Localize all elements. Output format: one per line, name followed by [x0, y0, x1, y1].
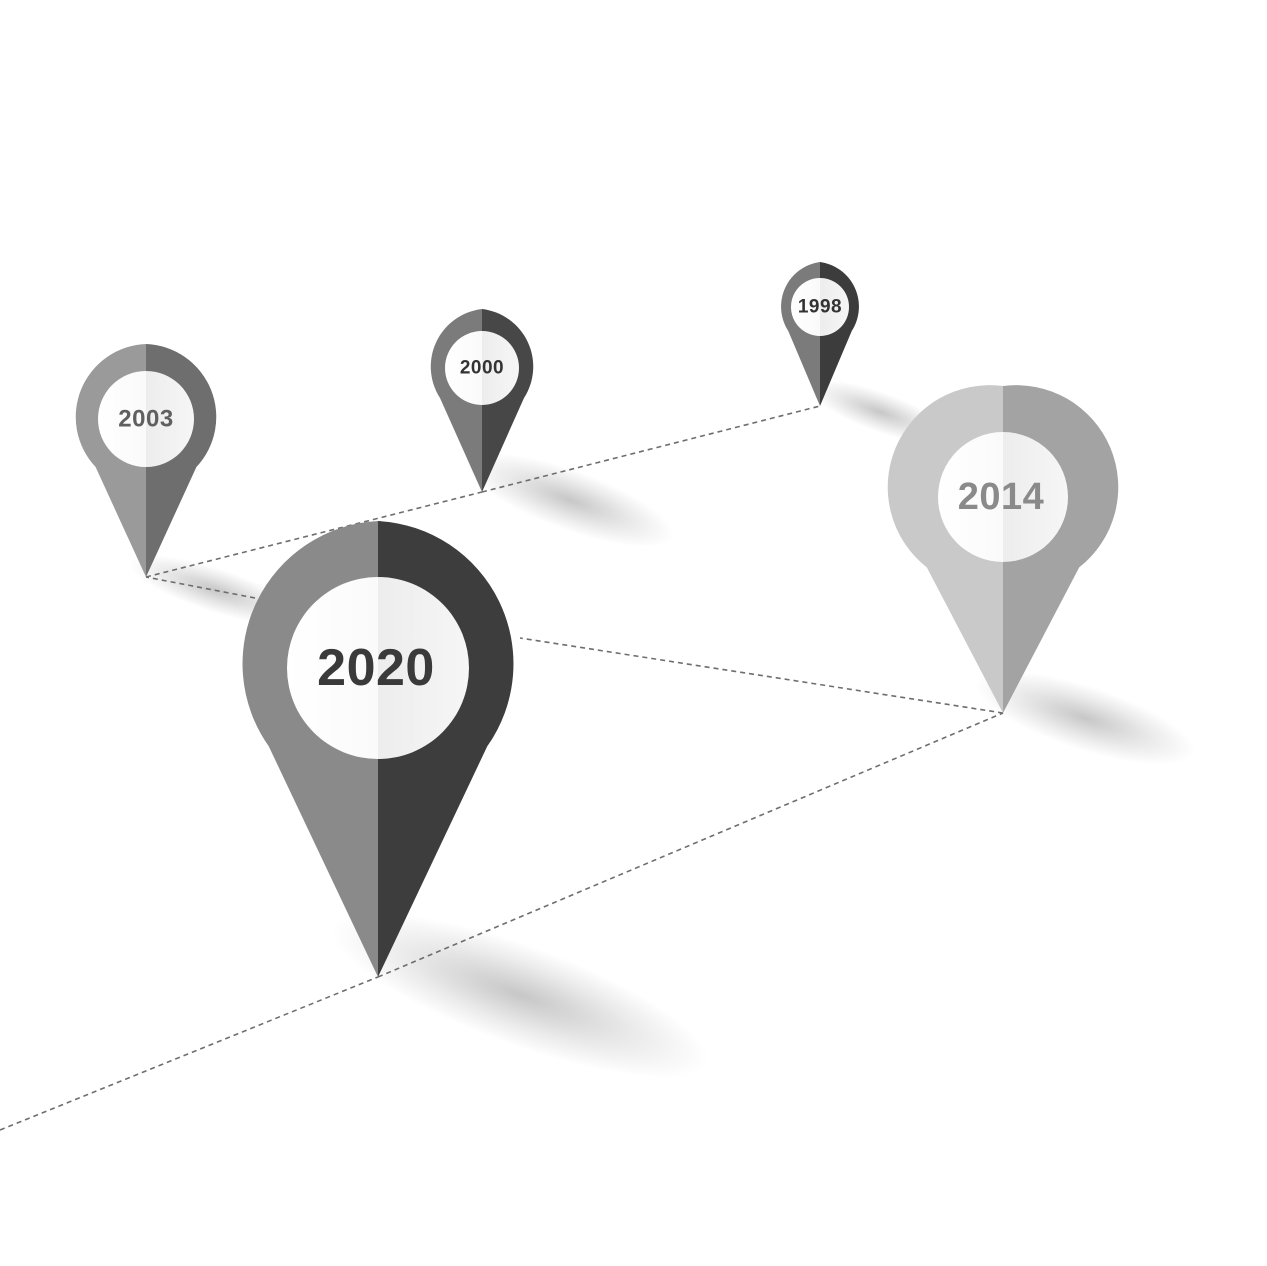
pin-2020-disc: [287, 577, 469, 759]
pin-1998: 1998: [781, 262, 859, 406]
pin-2000: 2000: [430, 309, 534, 492]
pin-shadow-2020: [331, 912, 709, 1078]
route-segment: [481, 405, 821, 493]
timeline-route: [0, 405, 1004, 1131]
route-segment: [0, 976, 379, 1131]
pin-2020-label: 2020: [317, 639, 435, 697]
pin-2003: 2003: [75, 344, 217, 577]
route-segment: [145, 576, 256, 599]
pin-shadow-2014: [975, 671, 1195, 765]
pin-1998-disc: [791, 278, 849, 336]
pin-1998-label: 1998: [798, 297, 842, 318]
route-segment: [145, 491, 483, 578]
pin-2014-label: 2014: [958, 476, 1045, 518]
pin-2003-label: 2003: [118, 406, 173, 433]
pin-2003-disc: [98, 371, 194, 467]
pin-2000-disc: [445, 331, 519, 405]
pin-2014: 2014: [887, 385, 1119, 713]
pin-shadow-2000: [466, 452, 674, 548]
route-segment: [519, 637, 1004, 714]
pin-2000-label: 2000: [460, 358, 504, 379]
pin-2014-disc: [938, 432, 1068, 562]
pin-2020: 2020: [242, 521, 514, 977]
